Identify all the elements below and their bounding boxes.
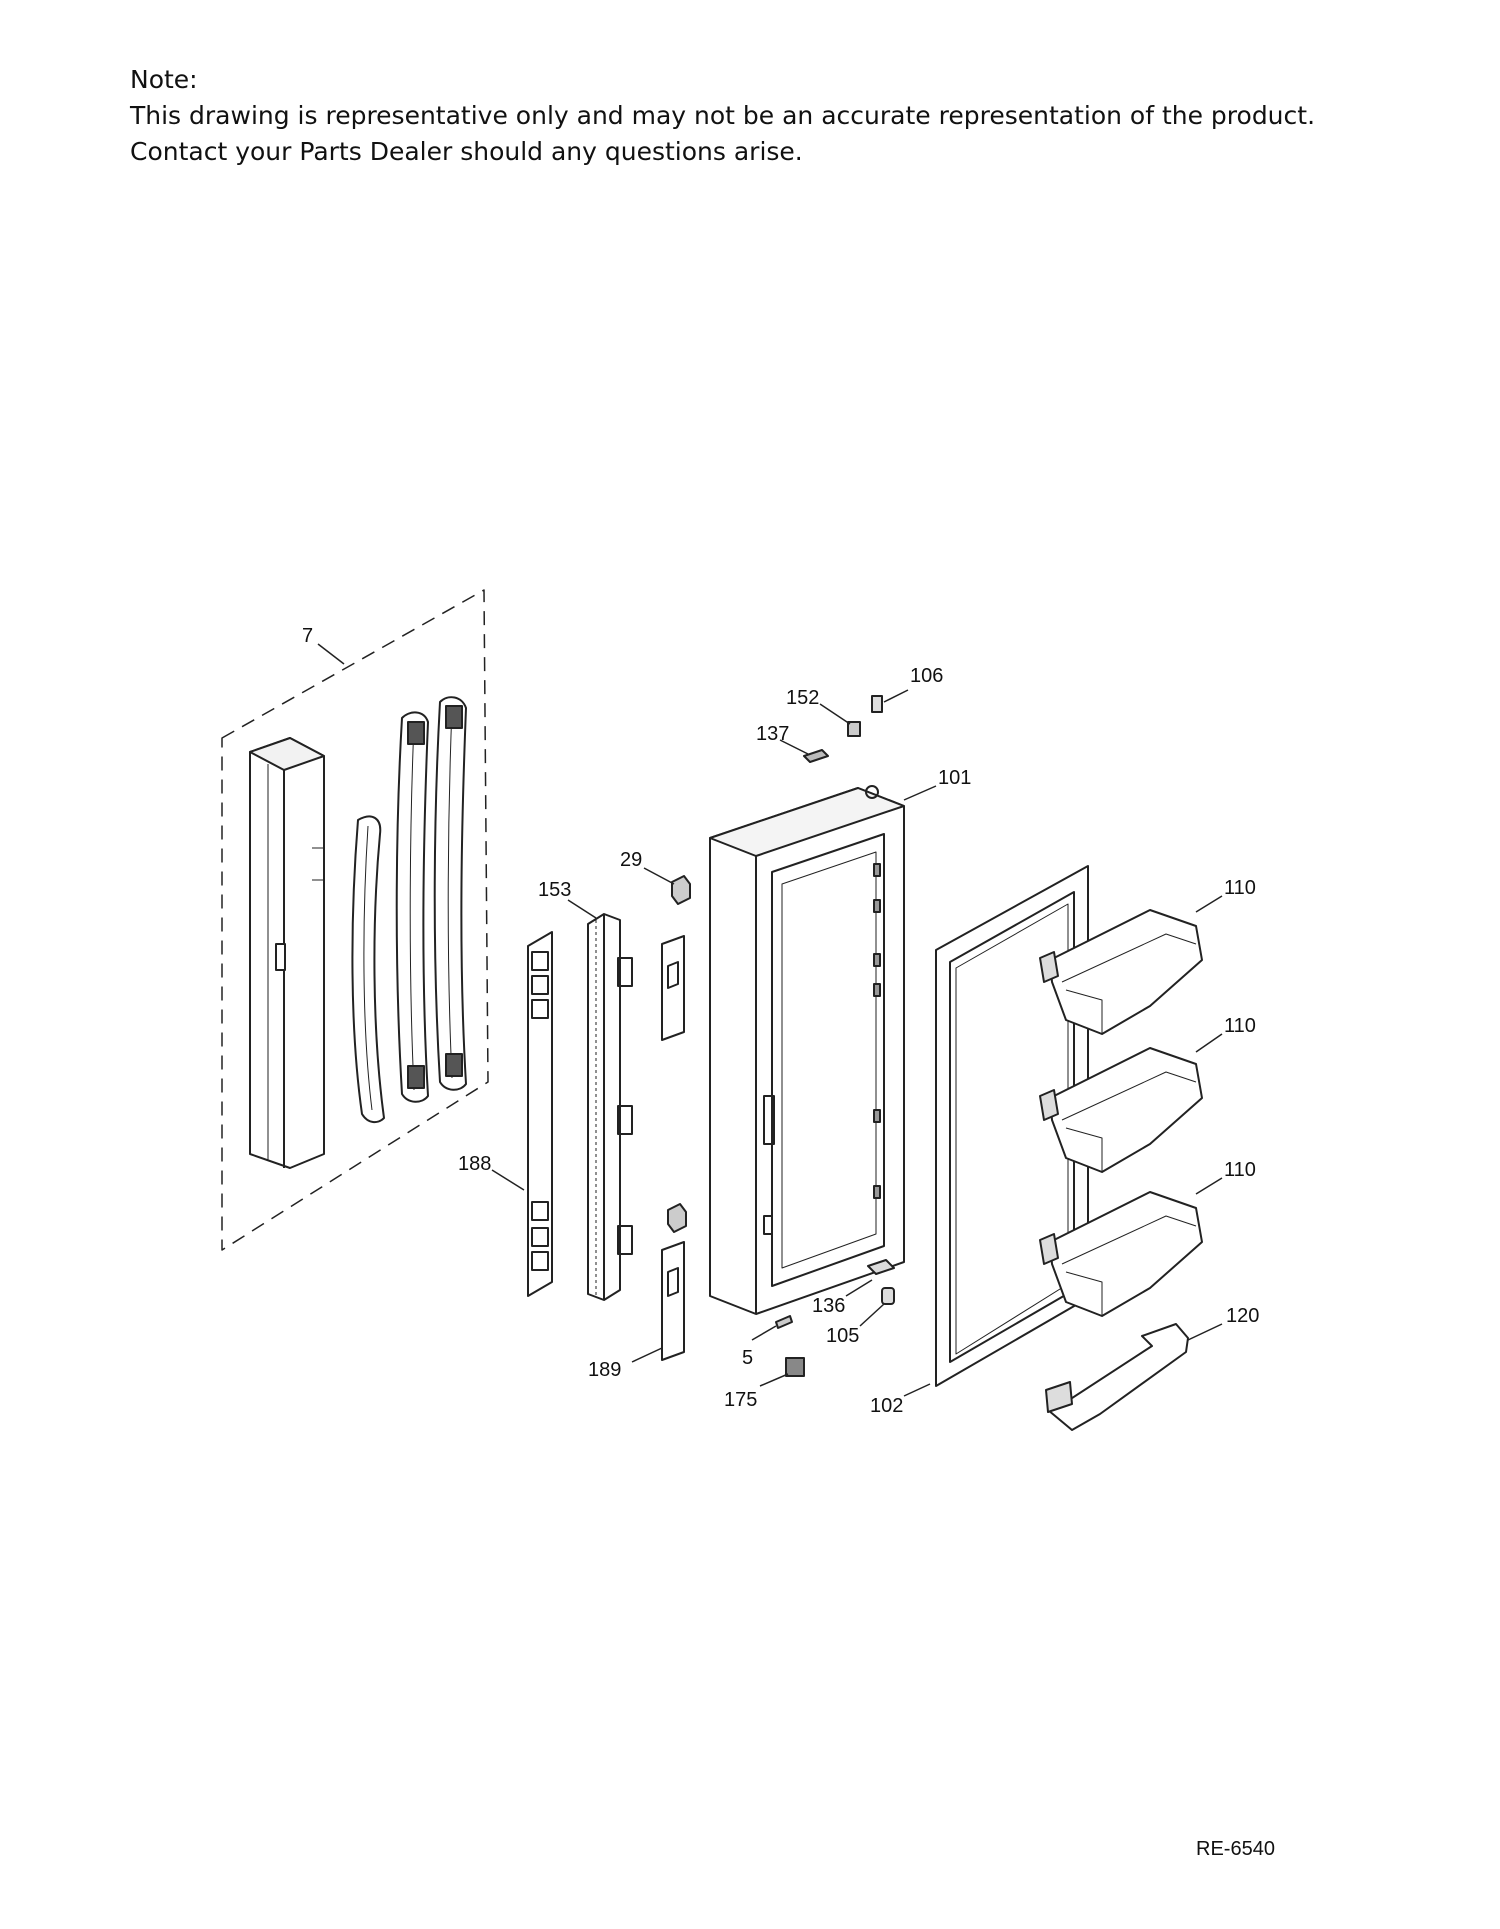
handle-long-part-2 <box>433 696 467 1091</box>
part-105 <box>881 1287 895 1305</box>
part-5 <box>775 1315 793 1329</box>
callout-110-lower: 110 <box>1224 1159 1256 1181</box>
part-106 <box>871 695 883 713</box>
part-137 <box>803 749 829 763</box>
door-bin-110-upper-part <box>1039 909 1203 1035</box>
handle-long-part-1 <box>395 711 429 1103</box>
callout-120: 120 <box>1226 1305 1259 1327</box>
note-heading: Note: <box>130 65 198 94</box>
part-175 <box>785 1357 805 1377</box>
callout-136: 136 <box>812 1295 845 1317</box>
callout-7: 7 <box>302 625 313 647</box>
callout-175: 175 <box>724 1389 757 1411</box>
cover-plate-upper-part <box>661 935 685 1041</box>
door-liner-101-part <box>709 785 905 1315</box>
callout-110-middle: 110 <box>1224 1015 1256 1037</box>
note-line-2: Contact your Parts Dealer should any que… <box>130 137 803 166</box>
disclaimer-note: Note: This drawing is representative onl… <box>130 62 1330 170</box>
clip-29-part <box>671 875 691 905</box>
clip-lower-part <box>667 1203 687 1233</box>
callout-189: 189 <box>588 1359 621 1381</box>
callout-29: 29 <box>620 849 642 871</box>
note-line-1: This drawing is representative only and … <box>130 101 1316 130</box>
callout-153: 153 <box>538 879 571 901</box>
cover-plate-189-part <box>661 1241 685 1361</box>
callout-137: 137 <box>756 723 789 745</box>
callout-5: 5 <box>742 1347 753 1369</box>
door-rail-120-part <box>1045 1323 1189 1431</box>
strip-188-part <box>527 931 553 1297</box>
callout-152: 152 <box>786 687 819 709</box>
reference-code: RE-6540 <box>1196 1838 1275 1860</box>
rail-153-part <box>587 913 633 1301</box>
callout-105: 105 <box>826 1325 859 1347</box>
door-panel-part <box>249 737 325 1169</box>
part-136 <box>867 1259 895 1275</box>
callout-106: 106 <box>910 665 943 687</box>
door-bin-110-lower-part <box>1039 1191 1203 1317</box>
handle-short-part <box>351 815 385 1124</box>
kit-dashed-outline <box>221 589 489 1251</box>
part-152 <box>847 721 861 737</box>
callout-188: 188 <box>458 1153 491 1175</box>
door-bin-110-middle-part <box>1039 1047 1203 1173</box>
callout-102: 102 <box>870 1395 903 1417</box>
callout-110-upper: 110 <box>1224 877 1256 899</box>
leader-lines <box>317 643 1223 1397</box>
callout-101: 101 <box>938 767 971 789</box>
